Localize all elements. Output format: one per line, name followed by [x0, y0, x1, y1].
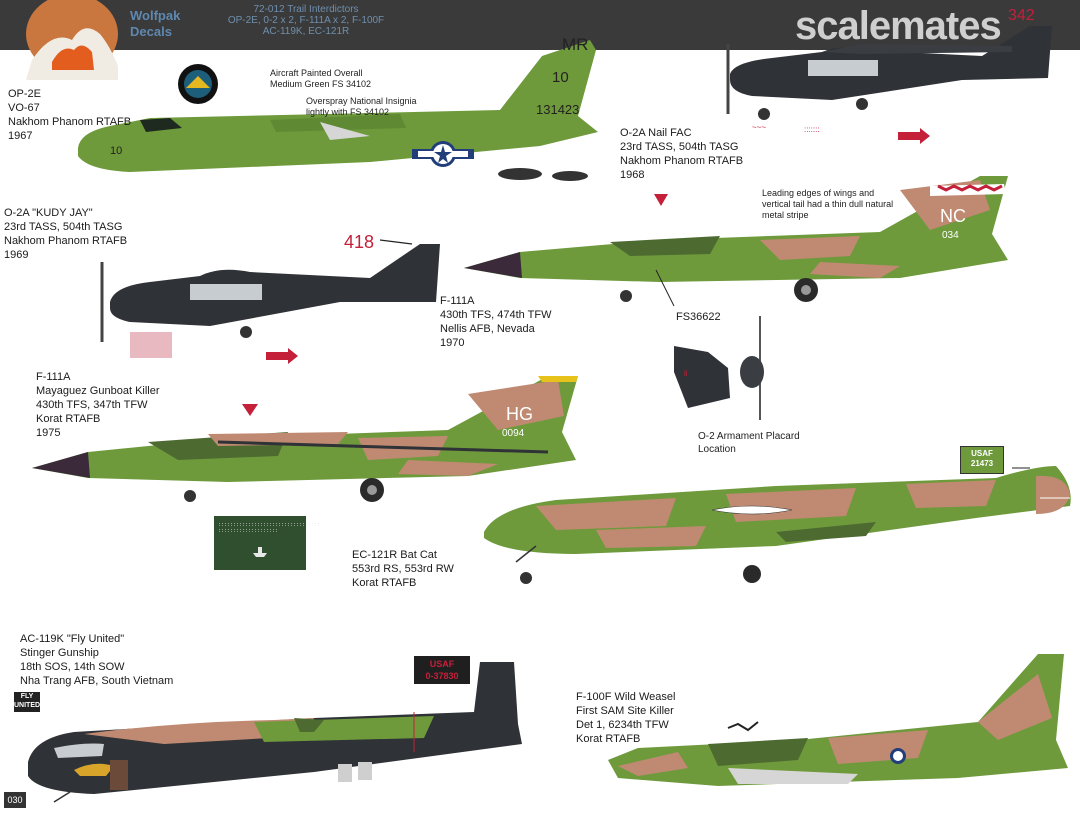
vo67-insignia-icon	[178, 64, 218, 104]
svg-text:~~~: ~~~	[752, 123, 766, 132]
brand-name: Wolfpak Decals	[130, 8, 181, 39]
op2e-tail-num: 10	[552, 69, 569, 86]
caption-op2e: OP-2E VO-67 Nakhom Phanom RTAFB 1967	[8, 88, 132, 142]
f111-nellis-aircraft: NC 034	[464, 176, 1008, 307]
o2-placard-detail: ii	[674, 316, 764, 420]
caption-o2a-kudy: O-2A "KUDY JAY" 23rd TASS, 504th TASG Na…	[4, 207, 128, 261]
f111-nellis-code: NC	[940, 206, 966, 226]
sheet-title: 72-012 Trail Interdictors OP-2E, 0-2 x 2…	[227, 4, 385, 37]
op2e-serial: 131423	[536, 102, 579, 117]
note-overall-color: Aircraft Painted Overall Medium Green FS…	[270, 68, 372, 89]
caption-ec121: EC-121R Bat Cat 553rd RS, 553rd RW Korat…	[352, 549, 454, 589]
o2-tail-num: 418	[344, 232, 374, 252]
mayaguez-stencil-decal: :::::::::::::::::::::::::::::::::: :::::…	[214, 516, 320, 570]
header-band	[0, 0, 1080, 50]
f111-korat-num: 0094	[502, 428, 525, 439]
f100-aircraft	[608, 654, 1068, 786]
ec121-usaf-panel: USAF 21473	[960, 446, 1004, 474]
f111-korat-aircraft: HG 0094	[32, 376, 578, 502]
wolf-logo-icon	[26, 0, 118, 80]
note-overspray: Overspray National Insignia lightly with…	[306, 96, 417, 117]
caption-f111-nellis: F-111A 430th TFS, 474th TFW Nellis AFB, …	[440, 295, 552, 349]
ac119-usaf-panel: USAF 0-37830	[414, 656, 470, 684]
note-leading-edge: Leading edges of wings and vertical tail…	[762, 188, 894, 220]
caption-ac119: AC-119K "Fly United" Stinger Gunship 18t…	[20, 633, 174, 687]
fly-united-decal: FLY UNITED	[14, 692, 40, 712]
svg-text::::::::: :::::::	[804, 125, 820, 134]
ec121-aircraft	[484, 466, 1071, 584]
op2e-tail-code: MR	[562, 36, 588, 54]
f111-korat-code: HG	[506, 404, 533, 424]
caption-o2a-nail: O-2A Nail FAC 23rd TASS, 504th TASG Nakh…	[620, 127, 744, 181]
o2a-kudy-aircraft: 418	[100, 232, 440, 364]
note-fs-number: FS36622	[676, 311, 721, 323]
scalemates-watermark: scalemates	[795, 4, 1002, 48]
caption-f100: F-100F Wild Weasel First SAM Site Killer…	[576, 691, 676, 745]
note-placard: O-2 Armament Placard Location	[698, 431, 800, 455]
caption-f111-mayaguez: F-111A Mayaguez Gunboat Killer 430th TFS…	[36, 371, 160, 439]
o2a-nail-aircraft: 342 ~~~ :::::::	[726, 7, 1052, 144]
op2e-nose-num: 10	[110, 145, 122, 157]
f111-nellis-num: 034	[942, 230, 959, 241]
o2-tail-top-num: 342	[1008, 7, 1035, 24]
page-number: 030	[4, 792, 26, 808]
svg-text:ii: ii	[684, 369, 688, 378]
op2e-aircraft: MR 10 131423 10	[78, 36, 598, 181]
ac119-aircraft	[28, 662, 522, 803]
